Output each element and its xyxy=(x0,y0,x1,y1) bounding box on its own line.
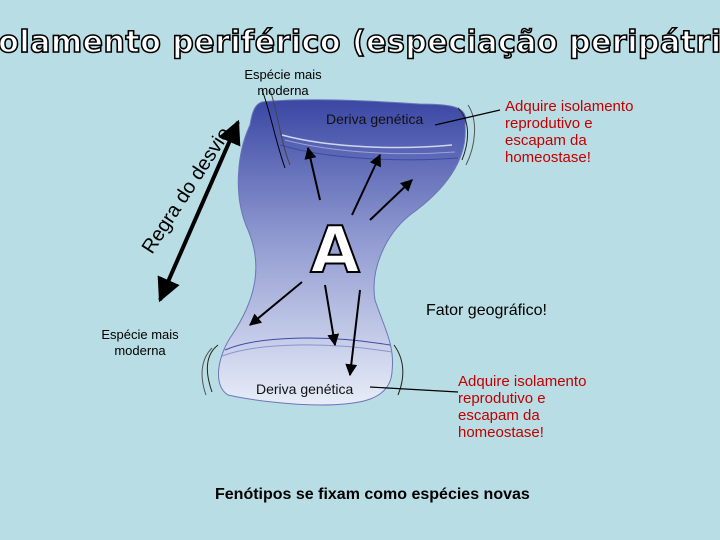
geo-factor-label: Fator geográfico! xyxy=(426,302,547,320)
species-left-label: Espécie mais moderna xyxy=(90,327,190,359)
species-top-label: Espécie mais moderna xyxy=(228,67,338,99)
drift-top-label: Deriva genética xyxy=(326,111,423,127)
letter-a: A xyxy=(310,214,360,288)
isolation-top-label: Adquire isolamento reprodutivo e escapam… xyxy=(505,98,633,166)
flow-line-7 xyxy=(394,345,403,395)
drift-bottom-label: Deriva genética xyxy=(256,381,353,397)
footer-text: Fenótipos se fixam como espécies novas xyxy=(215,486,530,504)
page-title: isolamento periférico (especiação peripá… xyxy=(0,25,720,60)
isolation-bottom-label: Adquire isolamento reprodutivo e escapam… xyxy=(458,373,586,441)
